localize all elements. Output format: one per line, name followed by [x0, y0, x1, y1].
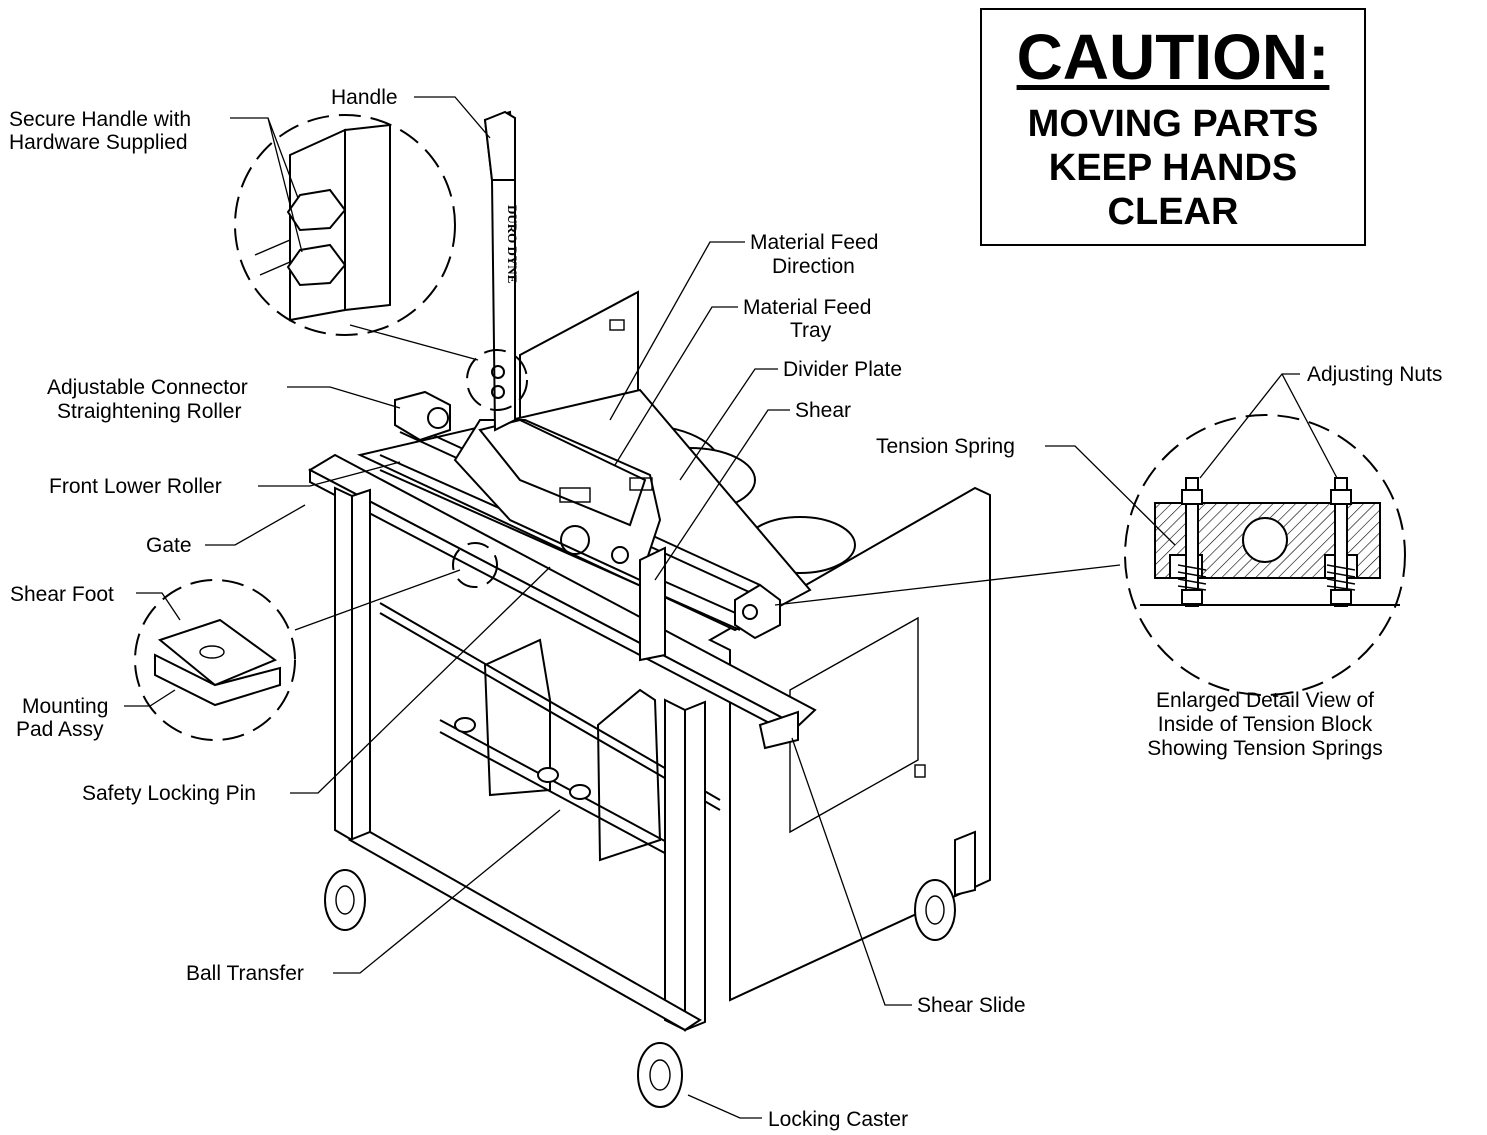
label-adjusting-nuts: Adjusting Nuts: [1307, 363, 1442, 386]
label-material-feed-tray-line2: Tray: [790, 319, 832, 342]
label-detail-caption-line1: Enlarged Detail View of: [1156, 689, 1374, 712]
caution-heading: CAUTION:: [1016, 21, 1330, 93]
tension-block-detail: [774, 414, 1406, 696]
leader-lines: [124, 96, 1338, 1119]
handle-brand-text: DURO DYNE: [505, 205, 520, 283]
label-tension-spring: Tension Spring: [876, 435, 1015, 458]
casters: [324, 869, 956, 1108]
caution-line-2: KEEP HANDS: [1048, 147, 1298, 189]
label-shear: Shear: [795, 399, 851, 422]
label-material-feed-tray-line1: Material Feed: [743, 296, 871, 319]
label-secure-handle-line1: Secure Handle with: [9, 108, 191, 131]
label-handle: Handle: [331, 86, 398, 109]
callout-labels: Handle Secure Handle with Hardware Suppl…: [9, 86, 1442, 1131]
label-shear-slide: Shear Slide: [917, 994, 1026, 1017]
label-divider-plate: Divider Plate: [783, 358, 902, 381]
label-ball-transfer: Ball Transfer: [186, 962, 304, 985]
left-spring-bolt: [1177, 477, 1207, 607]
label-safety-locking-pin: Safety Locking Pin: [82, 782, 256, 805]
handle-hardware-detail: [234, 114, 528, 411]
label-material-feed-direction-line1: Material Feed: [750, 231, 878, 254]
label-adjustable-connector-line2: Straightening Roller: [57, 400, 241, 423]
caution-line-1: MOVING PARTS: [1027, 103, 1319, 145]
label-detail-caption-line3: Showing Tension Springs: [1147, 737, 1382, 760]
label-front-lower-roller: Front Lower Roller: [49, 475, 222, 498]
label-secure-handle-line2: Hardware Supplied: [9, 131, 188, 154]
label-gate: Gate: [146, 534, 192, 557]
label-mounting-pad-line1: Mounting: [22, 695, 108, 718]
label-locking-caster: Locking Caster: [768, 1108, 908, 1131]
label-material-feed-direction-line2: Direction: [772, 255, 855, 278]
caution-sign: CAUTION: MOVING PARTS KEEP HANDS CLEAR: [980, 8, 1366, 246]
label-detail-caption-line2: Inside of Tension Block: [1158, 713, 1373, 736]
caution-line-3: CLEAR: [1107, 191, 1239, 233]
shear-foot-detail: [134, 542, 498, 741]
label-mounting-pad-line2: Pad Assy: [16, 718, 104, 741]
right-spring-bolt: [1326, 477, 1356, 607]
machine-frame: DURO DYNE: [307, 110, 991, 1032]
label-shear-foot: Shear Foot: [10, 583, 114, 606]
label-adjustable-connector-line1: Adjustable Connector: [47, 376, 248, 399]
